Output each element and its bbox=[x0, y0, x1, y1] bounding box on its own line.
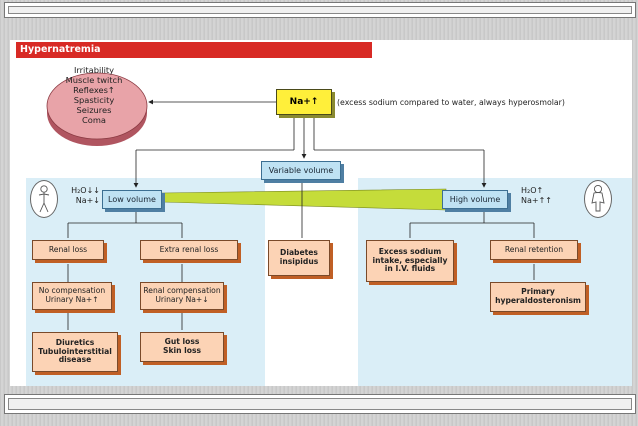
diabetes-insipidus-line: Diabetes bbox=[280, 248, 318, 258]
symptom-item: Irritability bbox=[73, 65, 115, 75]
volume-wedge bbox=[161, 188, 447, 211]
top-border-bar bbox=[4, 2, 636, 18]
no-compensation-line: No compensation bbox=[38, 286, 106, 296]
skin-loss-line: Skin loss bbox=[162, 346, 202, 355]
sodium-note: (excess sodium compared to water, always… bbox=[337, 98, 565, 107]
symptom-item: Spasticity bbox=[73, 94, 115, 105]
high-volume-signs: H₂O↑ Na+↑↑ bbox=[521, 186, 552, 206]
low-volume-box: Low volume bbox=[102, 190, 162, 209]
title-band: Hypernatremia bbox=[16, 42, 372, 58]
excess-sodium-line: in I.V. fluids bbox=[384, 264, 436, 274]
diuretics-line: disease bbox=[58, 355, 92, 365]
high-volume-body-icon bbox=[584, 180, 612, 218]
no-compensation-line: Urinary Na+↑ bbox=[45, 295, 99, 304]
excess-sodium-line: Excess sodium bbox=[378, 246, 442, 256]
symptom-item: Seizures bbox=[76, 104, 112, 115]
symptom-item: Coma bbox=[81, 114, 107, 125]
high-sodium-sign: Na+↑↑ bbox=[521, 196, 552, 205]
diabetes-insipidus-line: insipidus bbox=[279, 257, 319, 266]
diagram-area: Hypernatremia bbox=[10, 40, 632, 386]
diuretics-box: Diuretics Tubulointerstitial disease bbox=[32, 332, 118, 372]
diuretics-line: Diuretics bbox=[55, 337, 95, 347]
renal-compensation-line: Urinary Na+↓ bbox=[155, 295, 209, 304]
renal-compensation-line: Renal compensation bbox=[143, 286, 221, 296]
low-volume-body-icon bbox=[30, 180, 58, 218]
gut-loss-line: Gut loss bbox=[164, 337, 200, 347]
low-sodium-sign: Na+↓ bbox=[75, 196, 100, 205]
diabetes-insipidus-box: Diabetes insipidus bbox=[268, 240, 330, 276]
variable-volume-box: Variable volume bbox=[261, 161, 341, 180]
high-volume-box: High volume bbox=[442, 190, 508, 209]
symptom-disc bbox=[46, 72, 148, 140]
hyperaldosteronism-box: Primary hyperaldosteronism bbox=[490, 282, 586, 312]
symptoms-list: Irritability Muscle twitch Reflexes↑ Spa… bbox=[44, 65, 144, 126]
renal-loss-box: Renal loss bbox=[32, 240, 104, 260]
connector-lines bbox=[46, 72, 535, 330]
excess-sodium-box: Excess sodium intake, especially in I.V.… bbox=[366, 240, 454, 282]
excess-sodium-line: intake, especially bbox=[372, 255, 448, 265]
slide-title: Hypernatremia bbox=[20, 44, 101, 55]
diuretics-line: Tubulointerstitial bbox=[38, 346, 112, 356]
hyperaldosteronism-line: Primary bbox=[521, 287, 555, 297]
symptom-item: Reflexes↑ bbox=[73, 84, 115, 95]
hyperaldosteronism-line: hyperaldosteronism bbox=[495, 296, 581, 305]
renal-retention-box: Renal retention bbox=[490, 240, 578, 260]
high-water-sign: H₂O↑ bbox=[521, 186, 544, 195]
gut-skin-loss-box: Gut loss Skin loss bbox=[140, 332, 224, 362]
extra-renal-loss-box: Extra renal loss bbox=[140, 240, 238, 260]
symptom-item: Muscle twitch bbox=[65, 74, 123, 85]
sodium-box: Na+↑ bbox=[276, 89, 332, 115]
no-compensation-box: No compensation Urinary Na+↑ bbox=[32, 282, 112, 310]
renal-compensation-box: Renal compensation Urinary Na+↓ bbox=[140, 282, 224, 310]
low-volume-signs: H₂O↓↓ Na+↓ bbox=[68, 186, 100, 206]
low-water-sign: H₂O↓↓ bbox=[71, 186, 100, 195]
bottom-border-bar bbox=[4, 394, 636, 414]
